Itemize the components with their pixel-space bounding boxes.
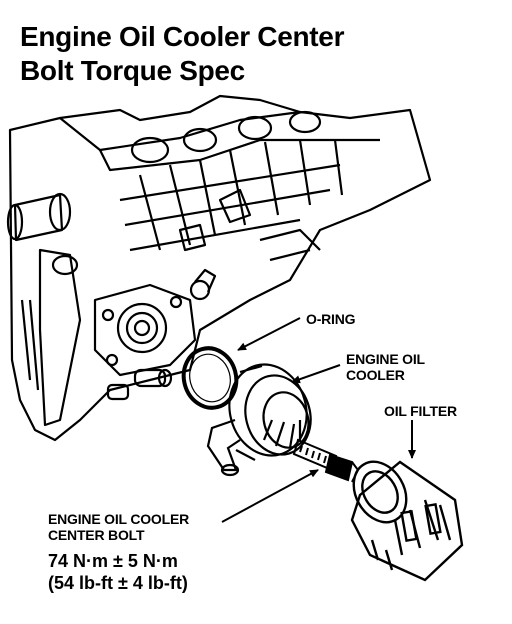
engine-oil-cooler-label-line-1: ENGINE OIL [346,351,425,367]
center-bolt-label-line-1: ENGINE OIL COOLER [48,511,190,527]
torque-spec-imperial: (54 lb-ft ± 4 lb-ft) [48,573,188,593]
center-bolt-leader [221,469,319,523]
o-ring-drawing [181,346,239,410]
torque-spec-metric: 74 N·m ± 5 N·m [48,551,178,571]
oil-filter-label: OIL FILTER [384,403,457,419]
oil-filter-drawing [350,460,464,582]
engine-oil-cooler-label: ENGINE OIL COOLER [346,351,425,383]
center-bolt-label-line-2: CENTER BOLT [48,527,145,543]
callout-leaders [221,317,416,523]
center-bolt-label: ENGINE OIL COOLER CENTER BOLT [48,511,189,543]
o-ring-label: O-RING [306,311,356,327]
page-title: Engine Oil Cooler Center Bolt Torque Spe… [20,20,500,88]
o-ring-leader [237,317,301,351]
engine-oil-cooler-drawing [206,363,312,477]
engine-oil-cooler-label-line-2: COOLER [346,367,405,383]
center-bolt-drawing [292,438,360,483]
title-line-1: Engine Oil Cooler Center [20,21,345,52]
engine-block-drawing [6,94,432,442]
engine-oil-cooler-leader [291,364,341,384]
torque-spec: 74 N·m ± 5 N·m (54 lb-ft ± 4 lb-ft) [48,550,188,594]
title-line-2: Bolt Torque Spec [20,55,245,86]
